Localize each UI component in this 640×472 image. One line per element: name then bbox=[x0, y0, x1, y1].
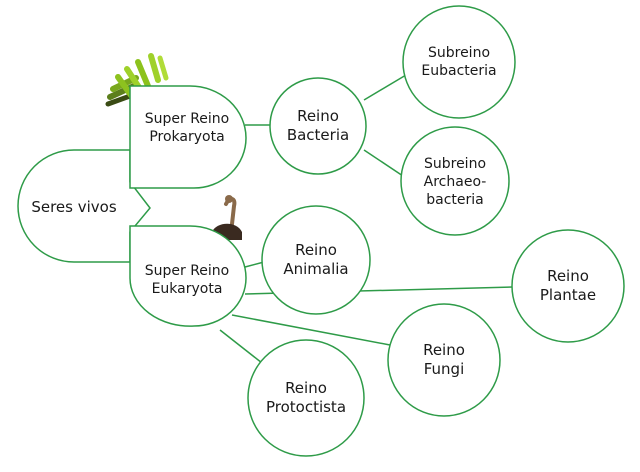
label-prokaryota: Super Reino Prokaryota bbox=[144, 110, 230, 145]
node-archaeobacteria[interactable] bbox=[400, 126, 510, 236]
label-bacteria: Reino Bacteria bbox=[286, 106, 350, 145]
edge-bacteria-archaeobacteria bbox=[363, 149, 407, 179]
node-animalia[interactable] bbox=[261, 205, 371, 315]
label-protoctista: Reino Protoctista bbox=[265, 378, 347, 417]
label-plantae: Reino Plantae bbox=[539, 266, 597, 305]
bacteria-illustration-icon bbox=[105, 53, 169, 107]
label-fungi: Reino Fungi bbox=[423, 340, 465, 379]
edge-eukaryota-protoctista bbox=[219, 329, 263, 364]
label-eubacteria: Subreino Eubacteria bbox=[421, 44, 497, 79]
label-archaeobacteria: Subreino Archaeo- bacteria bbox=[423, 155, 487, 209]
node-bacteria[interactable] bbox=[269, 77, 367, 175]
edge-eukaryota-fungi bbox=[231, 314, 391, 346]
label-eukaryota: Super Reino Eukaryota bbox=[144, 262, 230, 297]
edge-bacteria-eubacteria bbox=[363, 74, 407, 101]
edge-eukaryota-animalia bbox=[244, 261, 265, 268]
label-animalia: Reino Animalia bbox=[283, 240, 349, 279]
node-eukaryota[interactable] bbox=[129, 225, 247, 327]
node-plantae[interactable] bbox=[511, 229, 625, 343]
label-seres-vivos: Seres vivos bbox=[31, 198, 117, 217]
node-protoctista[interactable] bbox=[247, 339, 365, 457]
node-fungi[interactable] bbox=[387, 303, 501, 417]
node-eubacteria[interactable] bbox=[402, 5, 516, 119]
node-seres-vivos[interactable] bbox=[17, 149, 151, 263]
node-prokaryota[interactable] bbox=[129, 85, 247, 189]
